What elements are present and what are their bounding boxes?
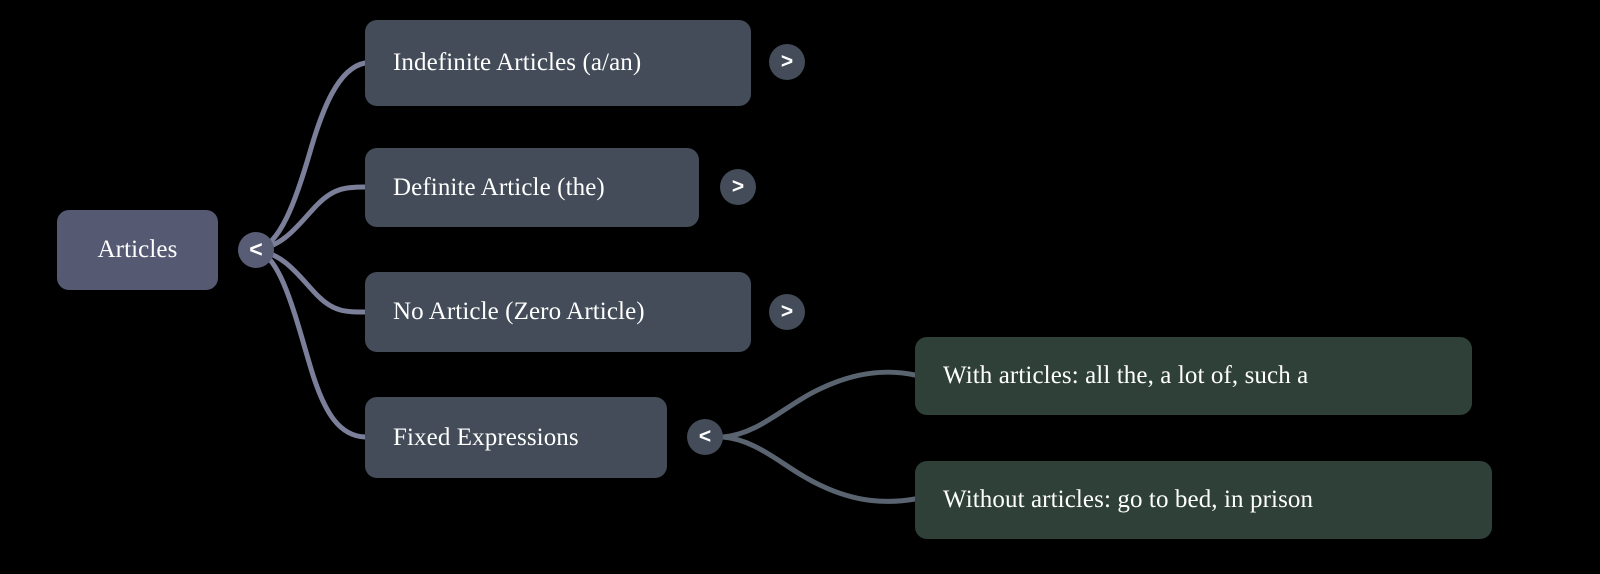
node-definite-article[interactable]: Definite Article (the) bbox=[365, 148, 699, 227]
edge-fixed-to-without-articles bbox=[720, 434, 918, 504]
toggle-indefinite-articles[interactable]: > bbox=[769, 44, 805, 80]
node-with-articles[interactable]: With articles: all the, a lot of, such a bbox=[915, 337, 1472, 415]
toggle-fixed-expressions[interactable]: < bbox=[687, 419, 723, 455]
toggle-definite-article[interactable]: > bbox=[720, 169, 756, 205]
chevron-left-icon: < bbox=[698, 424, 712, 448]
node-indefinite-articles-label: Indefinite Articles (a/an) bbox=[393, 49, 642, 76]
node-with-articles-label: With articles: all the, a lot of, such a bbox=[943, 362, 1309, 389]
toggle-articles[interactable]: < bbox=[238, 232, 274, 268]
chevron-right-icon: > bbox=[780, 299, 794, 323]
fixed-edge-group bbox=[720, 369, 918, 504]
node-fixed-expressions-label: Fixed Expressions bbox=[393, 423, 579, 451]
node-indefinite-articles[interactable]: Indefinite Articles (a/an) bbox=[365, 20, 751, 106]
edge-articles-to-indefinite bbox=[253, 60, 368, 253]
edge-articles-to-fixed bbox=[253, 247, 368, 440]
node-definite-article-label: Definite Article (the) bbox=[393, 173, 605, 201]
edge-articles-to-definite bbox=[253, 184, 368, 253]
chevron-left-icon: < bbox=[249, 235, 263, 262]
edge-fixed-to-with-articles bbox=[720, 369, 918, 440]
node-without-articles-label: Without articles: go to bed, in prison bbox=[943, 486, 1314, 513]
node-no-article-label: No Article (Zero Article) bbox=[393, 298, 645, 325]
node-no-article[interactable]: No Article (Zero Article) bbox=[365, 272, 751, 352]
chevron-right-icon: > bbox=[780, 49, 794, 73]
node-articles-label: Articles bbox=[97, 236, 178, 263]
chevron-right-icon: > bbox=[731, 174, 745, 198]
edge-articles-to-no-article bbox=[253, 247, 368, 315]
node-without-articles[interactable]: Without articles: go to bed, in prison bbox=[915, 461, 1492, 539]
node-articles[interactable]: Articles bbox=[57, 210, 218, 290]
node-fixed-expressions[interactable]: Fixed Expressions bbox=[365, 397, 667, 478]
toggle-no-article[interactable]: > bbox=[769, 294, 805, 330]
